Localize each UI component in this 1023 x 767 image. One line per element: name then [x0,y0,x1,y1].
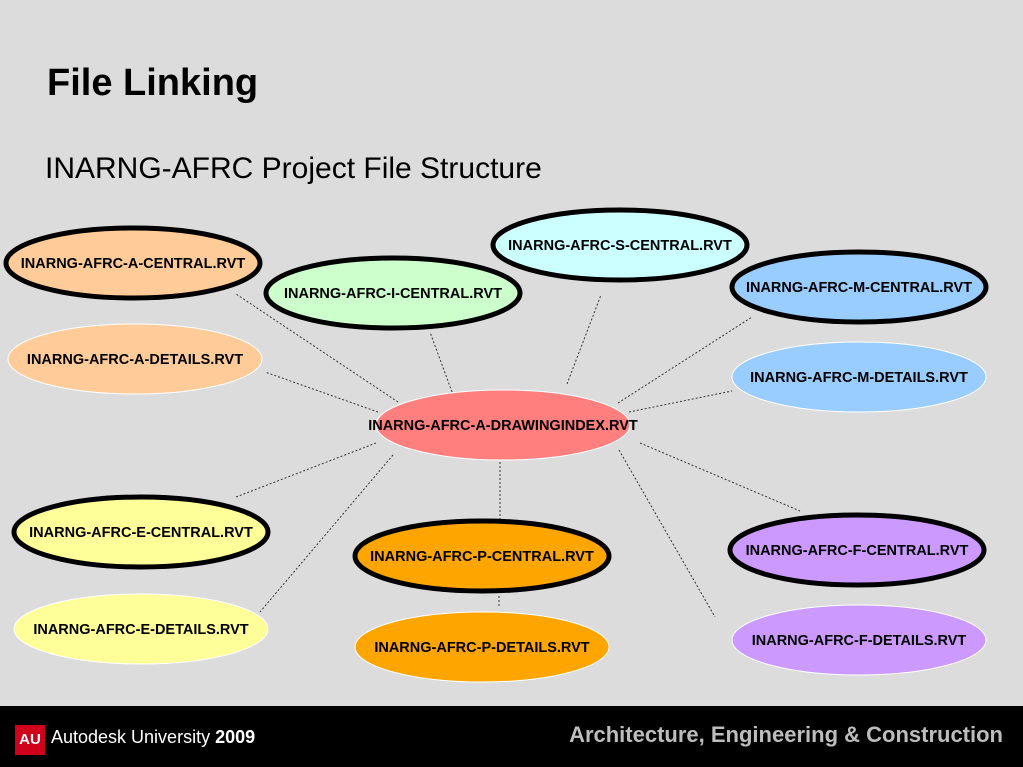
au-logo-icon: AU [15,725,45,755]
link-drawingindex-i-central [429,331,453,393]
file-node-p-central: INARNG-AFRC-P-CENTRAL.RVT [352,518,612,594]
file-node-label: INARNG-AFRC-P-CENTRAL.RVT [370,549,594,565]
file-node-shape [13,593,269,665]
file-node-label: INARNG-AFRC-S-CENTRAL.RVT [508,238,732,254]
file-node-shape [727,512,987,588]
file-node-shape [729,249,989,325]
link-drawingindex-m-central [617,316,753,404]
file-node-shape [731,341,987,413]
links-layer [235,293,801,618]
file-node-label: INARNG-AFRC-A-CENTRAL.RVT [21,256,246,272]
file-node-shape [263,255,523,331]
file-node-i-central: INARNG-AFRC-I-CENTRAL.RVT [263,255,523,331]
file-node-shape [731,604,987,676]
file-node-shape [11,494,271,570]
file-node-s-central: INARNG-AFRC-S-CENTRAL.RVT [490,207,750,283]
file-node-label: INARNG-AFRC-A-DRAWINGINDEX.RVT [368,418,638,434]
link-drawingindex-a-central [235,293,399,403]
file-node-f-details: INARNG-AFRC-F-DETAILS.RVT [731,604,987,676]
file-node-label: INARNG-AFRC-A-DETAILS.RVT [27,352,243,368]
file-node-label: INARNG-AFRC-M-DETAILS.RVT [750,370,968,386]
nodes-layer: INARNG-AFRC-A-DRAWINGINDEX.RVT INARNG-AFR… [3,207,989,683]
file-node-shape [375,389,631,461]
file-node-a-central: INARNG-AFRC-A-CENTRAL.RVT [3,225,263,301]
link-drawingindex-f-central [639,442,801,512]
link-drawingindex-e-central [235,442,377,498]
file-node-p-details: INARNG-AFRC-P-DETAILS.RVT [354,611,610,683]
file-structure-diagram: INARNG-AFRC-A-DRAWINGINDEX.RVT INARNG-AFR… [3,207,989,683]
file-node-label: INARNG-AFRC-I-CENTRAL.RVT [284,286,502,302]
brand-name: Autodesk University [51,727,211,747]
file-node-shape [352,518,612,594]
brand-text: Autodesk University 2009 [51,727,255,748]
file-node-e-central: INARNG-AFRC-E-CENTRAL.RVT [11,494,271,570]
link-drawingindex-s-central [566,294,602,385]
file-node-label: INARNG-AFRC-E-DETAILS.RVT [33,622,248,638]
brand-year: 2009 [215,727,256,747]
file-node-f-central: INARNG-AFRC-F-CENTRAL.RVT [727,512,987,588]
file-node-m-central: INARNG-AFRC-M-CENTRAL.RVT [729,249,989,325]
file-node-a-details: INARNG-AFRC-A-DETAILS.RVT [7,323,263,395]
slide-subtitle: INARNG-AFRC Project File Structure [45,152,542,185]
footer-bar: AU Autodesk University 2009 Architecture… [0,706,1023,767]
file-node-label: INARNG-AFRC-F-CENTRAL.RVT [746,543,969,559]
link-drawingindex-a-details [264,371,379,413]
track-name: Architecture, Engineering & Construction [569,722,1003,747]
file-node-shape [3,225,263,301]
link-drawingindex-e-details [259,454,394,613]
file-node-shape [490,207,750,283]
slide-title: File Linking [47,62,259,104]
link-drawingindex-m-details [628,390,733,413]
file-node-label: INARNG-AFRC-M-CENTRAL.RVT [746,280,972,296]
file-node-m-details: INARNG-AFRC-M-DETAILS.RVT [731,341,987,413]
link-drawingindex-f-details [618,449,716,618]
file-node-e-details: INARNG-AFRC-E-DETAILS.RVT [13,593,269,665]
file-node-shape [354,611,610,683]
file-node-drawingindex: INARNG-AFRC-A-DRAWINGINDEX.RVT [368,389,638,461]
file-node-label: INARNG-AFRC-P-DETAILS.RVT [374,640,589,656]
file-node-label: INARNG-AFRC-F-DETAILS.RVT [752,633,967,649]
file-node-label: INARNG-AFRC-E-CENTRAL.RVT [29,525,253,541]
file-node-shape [7,323,263,395]
